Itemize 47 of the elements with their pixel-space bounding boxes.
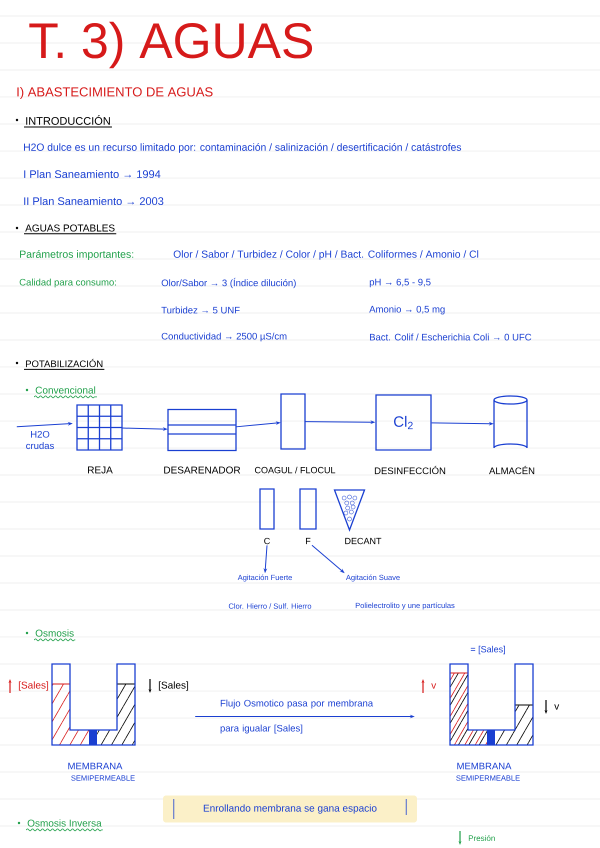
process-box (167, 408, 237, 452)
note-text: v (554, 704, 560, 710)
stage-label: DESINFECCIÓN (374, 466, 446, 474)
edge-label: Flujo Osmotico pasa por membrana para igualar [Sales] (220, 700, 374, 734)
subheading: INTRODUCCIÓN (16, 115, 112, 128)
stage-label: REJA (88, 466, 113, 474)
note-text: Parámetros importantes: (20, 250, 134, 260)
note-text: Calidad para consumo: (20, 278, 116, 288)
screen-grid (76, 404, 123, 451)
subheading: Osmosis (26, 629, 76, 642)
note-text: = [Sales] (470, 646, 505, 654)
note-text: Conductividad → 2500 µS/cm (162, 332, 286, 342)
highlighted-note: Enrollando membrana se gana espacio (163, 796, 417, 822)
process-box (299, 488, 317, 530)
stage-label: DESARENADOR (164, 466, 240, 474)
process-box: Cl$_{2}$ (375, 394, 432, 451)
stage-label: C (264, 538, 270, 544)
stage-label: MEMBRANA (457, 762, 512, 770)
note-text: Bact. Colif / Escherichia Coli → 0 UFC (370, 334, 532, 340)
note-text: [Sales] (158, 681, 188, 691)
note-text: I Plan Saneamiento → 1994 (24, 170, 160, 178)
note-text: v (431, 683, 436, 689)
subheading: Osmosis Inversa (18, 819, 104, 832)
note-text: Amonio → 0,5 mg (369, 306, 445, 314)
note-text: pH → 6,5 - 9,5 (370, 278, 431, 288)
tank-cylinder (493, 395, 528, 449)
u-tube-drawing (449, 663, 534, 746)
subheading: POTABILIZACIÓN (16, 358, 105, 370)
process-box (280, 393, 306, 450)
note-text: II Plan Saneamiento → 2003 (24, 196, 164, 206)
process-box (259, 488, 275, 530)
subheading: Convencional (26, 386, 98, 398)
note-text: Presión (468, 835, 495, 841)
note-text: Turbidez → 5 UNF (161, 306, 240, 314)
stage-label: DECANT (345, 538, 382, 544)
stage-label: F (306, 538, 310, 544)
node-text: H2O crudas (26, 430, 54, 450)
section-heading: I) ABASTECIMIENTO DE AGUAS (17, 86, 213, 100)
u-tube-drawing (51, 663, 136, 746)
note-text: Olor/Sabor → 3 (Índice dilución) (162, 278, 296, 288)
subheading: AGUAS POTABLES (16, 224, 117, 234)
stage-label: COAGUL / FLOCUL (254, 466, 336, 474)
title: T. 3) AGUAS (29, 22, 312, 68)
stage-label: ALMACÉN (489, 466, 534, 474)
stage-label: MEMBRANA (68, 762, 122, 770)
note-text: Olor / Sabor / Turbidez / Color / pH / Bact. Coliformes / Amonio / Cl (174, 250, 478, 260)
note-text: H2O dulce es un recurso limitado por: contaminación / salinización / desertificación / catástrofes (24, 143, 462, 153)
